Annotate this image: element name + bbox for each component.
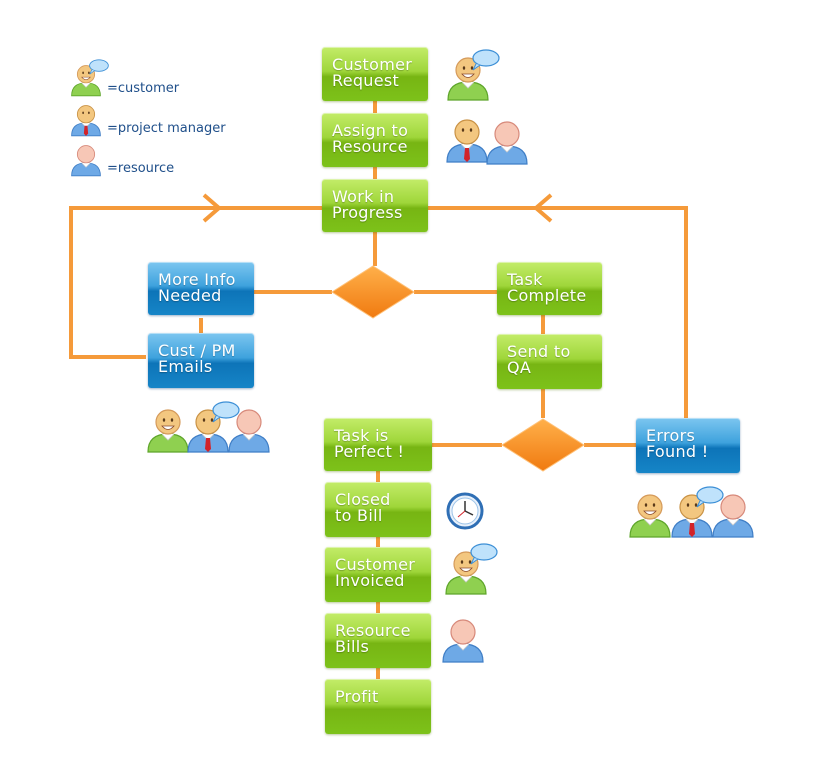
resource-icon [712,494,754,538]
clock-icon [446,492,484,530]
node-task-complete: Task Complete [497,262,602,315]
project-manager-icon [187,401,240,453]
legend-resource-label: =resource [107,161,175,176]
decision-diamond-bottom [501,418,585,472]
node-customer-invoiced: Customer Invoiced [325,547,431,602]
node-work-in-progress: Work in Progress [322,179,428,232]
node-resource-bills: Resource Bills [325,613,431,668]
node-closed-to-bill: Closed to Bill [325,482,431,537]
speech-bubble-icon [472,49,500,71]
connector-left-loop [69,206,322,359]
customer-icon [629,494,671,538]
speech-bubble-icon [470,543,498,565]
resource-icon [71,145,101,177]
arrowhead-left-icon [532,193,553,223]
customer-icon [447,49,500,101]
node-cust-pm-emails: Cust / PM Emails [148,333,254,388]
project-manager-icon [671,486,724,538]
resource-icon [228,409,270,453]
resource-icon [486,121,528,165]
speech-bubble-icon [89,59,109,75]
decision-diamond-top [331,265,415,319]
customer-icon [71,59,109,97]
node-more-info-needed: More Info Needed [148,262,254,315]
speech-bubble-icon [212,401,240,423]
node-task-is-perfect: Task is Perfect ! [324,418,432,471]
node-errors-found: Errors Found ! [636,418,740,473]
customer-icon [147,409,189,453]
arrowhead-right-icon [202,193,223,223]
node-customer-request: Customer Request [322,47,428,101]
resource-icon [442,619,484,663]
legend-project-manager-label: =project manager [107,121,226,136]
project-manager-icon [71,105,101,137]
project-manager-icon [446,119,488,163]
node-send-to-qa: Send to QA [497,334,602,389]
customer-icon [445,543,498,595]
node-assign-to-resource: Assign to Resource [322,113,428,167]
legend-customer-label: =customer [107,81,180,96]
node-profit: Profit [325,679,431,734]
speech-bubble-icon [696,486,724,508]
